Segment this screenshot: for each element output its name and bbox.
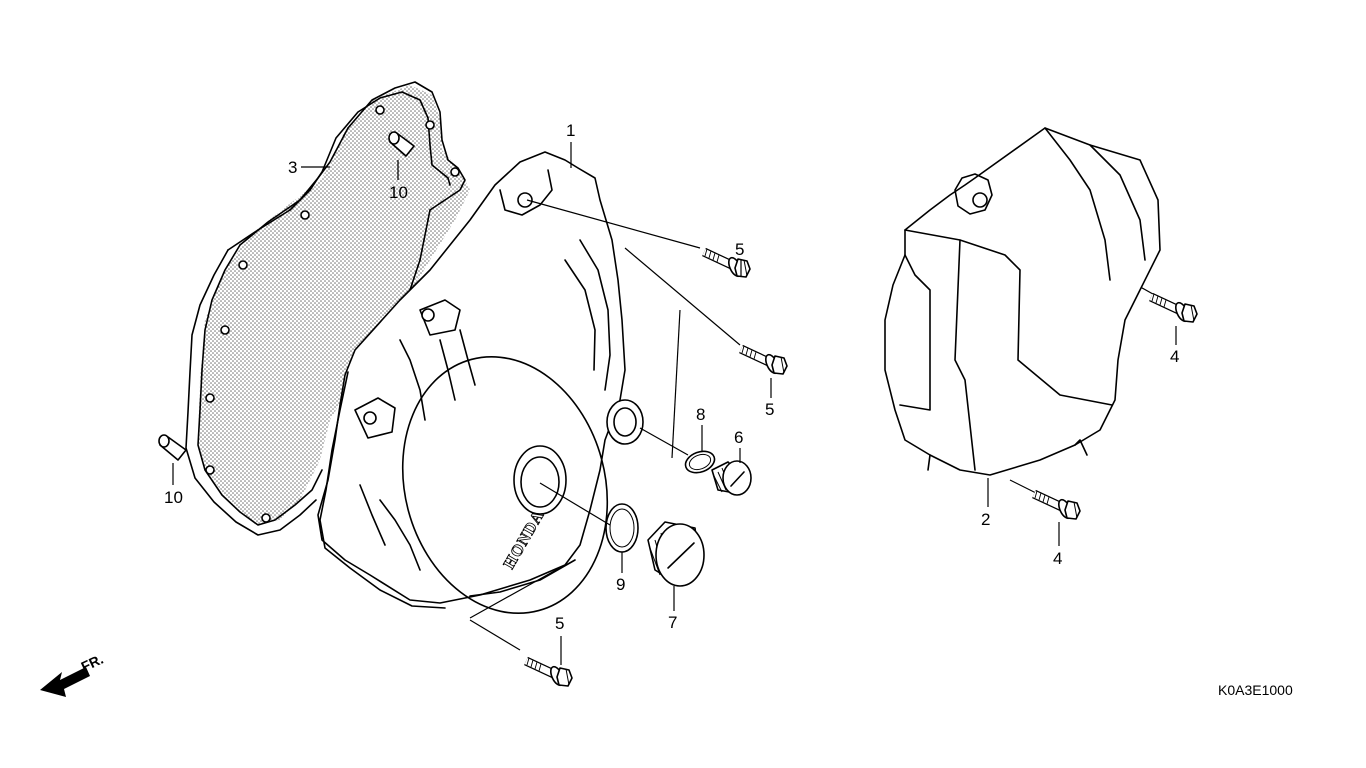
sprocket-cover	[884, 127, 1161, 476]
callout-10-upper: 10	[389, 183, 408, 202]
drawing-code: K0A3E1000	[1218, 682, 1293, 698]
crankshaft-hole-cap	[647, 521, 705, 587]
dowel-pin-lower	[158, 434, 187, 461]
oring-large	[605, 503, 639, 553]
callout-10-lower: 10	[164, 488, 183, 507]
dowel-pin-upper	[388, 131, 415, 157]
callout-9: 9	[616, 575, 625, 594]
front-direction-label: FR.	[79, 651, 106, 675]
oring-small	[684, 450, 716, 474]
callout-5-middle: 5	[765, 400, 774, 419]
callout-3: 3	[288, 158, 297, 177]
callout-5-lower: 5	[555, 614, 564, 633]
callout-group: 1 2 3 4 4 5 5 5 6 7 8 9 10 10	[164, 121, 1179, 665]
gasket	[185, 81, 470, 536]
callout-1: 1	[566, 121, 575, 140]
flange-bolt-lower	[526, 658, 572, 687]
timing-hole-cap	[711, 460, 752, 496]
callout-4-lower: 4	[1053, 549, 1062, 568]
callout-2: 2	[981, 510, 990, 529]
callout-8: 8	[696, 405, 705, 424]
flange-bolt-sprocket-lower	[1034, 491, 1080, 520]
callout-4-upper: 4	[1170, 347, 1179, 366]
flange-bolt-middle	[741, 346, 787, 375]
callout-7: 7	[668, 613, 677, 632]
callout-6: 6	[734, 428, 743, 447]
flange-bolt-sprocket-upper	[1151, 294, 1197, 323]
left-crankcase-cover: HONDA	[317, 151, 644, 615]
callout-5-upper: 5	[735, 240, 744, 259]
front-direction-arrow: FR.	[40, 651, 106, 697]
